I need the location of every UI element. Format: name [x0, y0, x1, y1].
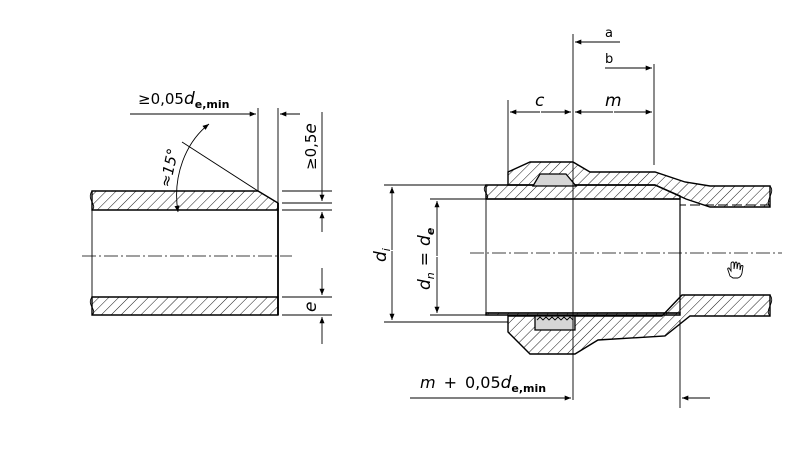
socket-bottom: [507, 294, 771, 355]
seal-ring-bottom: [534, 315, 576, 331]
right-socket-joint: c m a b di dn=de m+0,05de,min: [371, 26, 782, 408]
pipe-top-wall: [91, 190, 279, 211]
di-label: di: [371, 248, 393, 262]
insertion-depth-label: m+0,05de,min: [420, 373, 546, 395]
seal-ring-top: [531, 173, 578, 187]
b-label: b: [605, 52, 613, 67]
break-line-left: [89, 190, 95, 211]
spigot-top-wall: [485, 184, 681, 200]
a-label: a: [605, 26, 613, 41]
wall-thickness-label: e: [301, 302, 321, 312]
c-label: c: [535, 91, 545, 111]
chamfer-length-label: ≥0,05de,min: [138, 89, 229, 111]
angle-label: ≈15°: [156, 147, 182, 189]
left-pipe-end: ≥0,05de,min ≈15° ≥0,5e e: [82, 89, 332, 344]
dn-de-label: dn=de: [415, 227, 437, 290]
angle-arc: [174, 123, 210, 213]
chamfer-depth-label: ≥0,5e: [301, 123, 321, 170]
hand-cursor-icon: [727, 261, 744, 279]
m-label: m: [605, 91, 622, 111]
socket-top: [507, 161, 771, 208]
pipe-bottom-wall: [91, 296, 279, 316]
